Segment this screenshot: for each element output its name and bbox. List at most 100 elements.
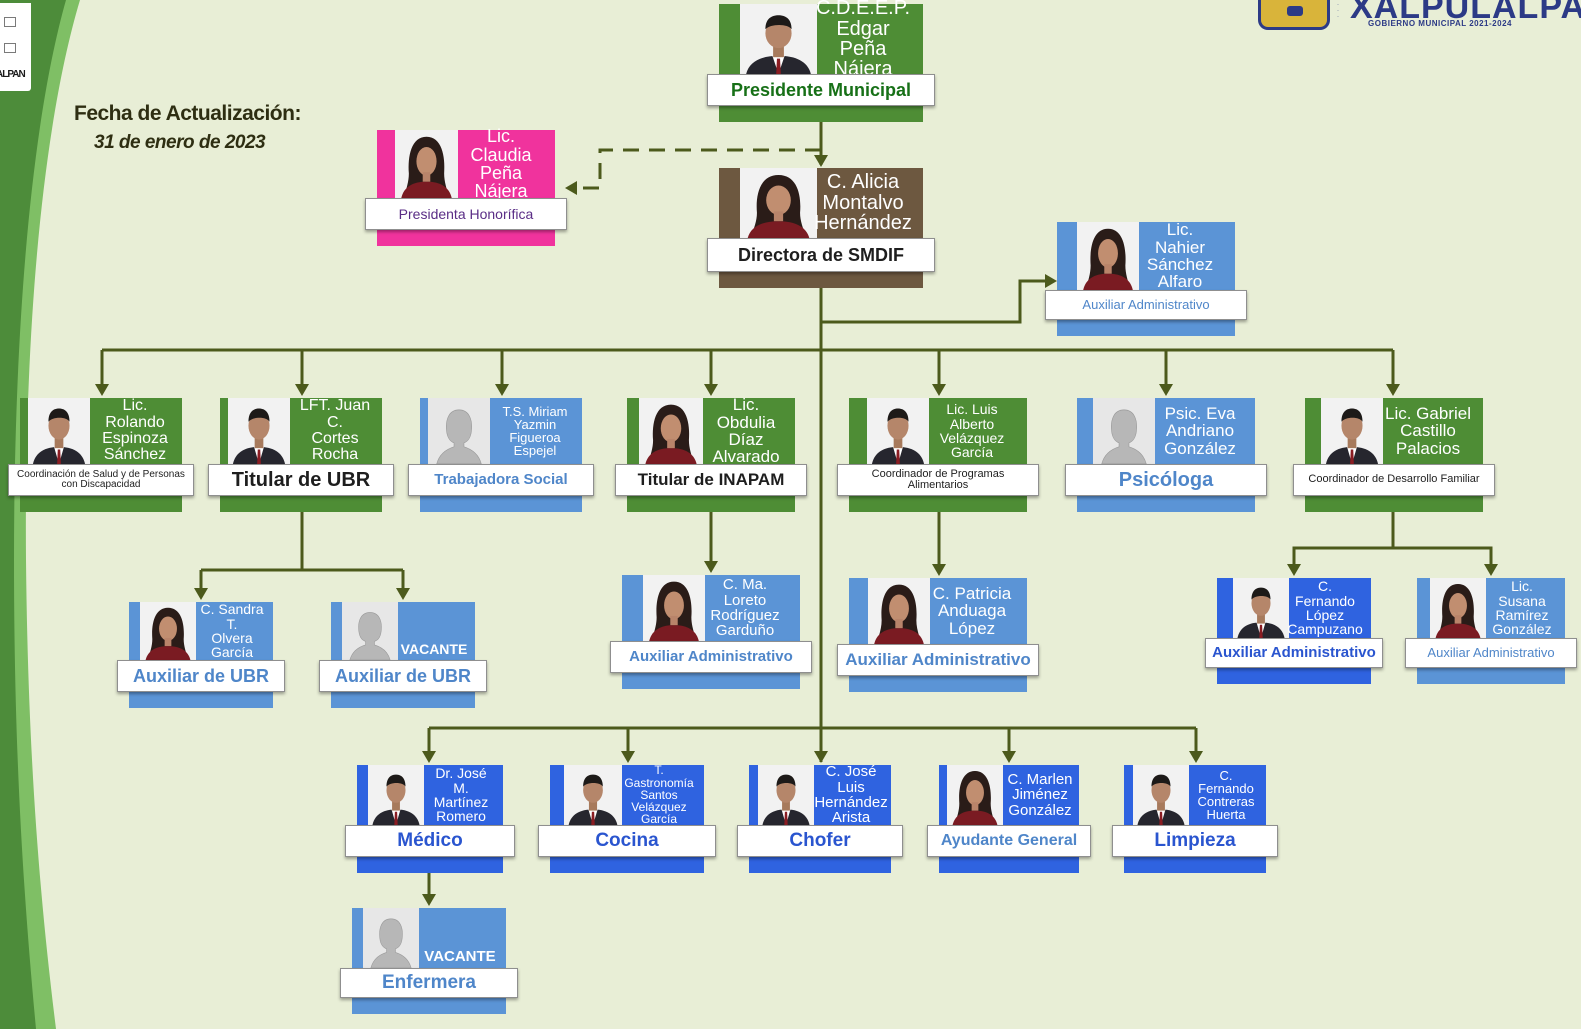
node-role: Limpieza xyxy=(1112,825,1278,857)
node-name-line: Romero xyxy=(436,808,486,825)
person-photo-icon xyxy=(28,398,90,464)
arrow-icon xyxy=(95,384,109,396)
arrow-icon xyxy=(814,751,828,763)
node-name-line: Cortes xyxy=(311,430,359,447)
arrow-icon xyxy=(932,384,946,396)
node-name-line: González xyxy=(1492,621,1552,638)
logo-subtitle: GOBIERNO MUNICIPAL 2021-2024 xyxy=(1368,19,1512,28)
node-name-line: Sánchez xyxy=(1146,255,1214,274)
node-name-line: Alvarado xyxy=(712,447,780,467)
person-placeholder-icon xyxy=(1093,398,1155,464)
org-node-enfermera: VACANTE Enfermera xyxy=(340,908,518,1014)
node-role: Auxiliar de UBR xyxy=(319,660,487,692)
arrow-icon xyxy=(1159,384,1173,396)
node-name-line: Lic. Rolando xyxy=(105,397,165,431)
person-photo-icon xyxy=(140,602,196,660)
node-name-line: T. Gastronomía xyxy=(624,763,694,790)
node-name-line: Edgar Peña xyxy=(836,17,890,60)
edge-dashed-honorifica xyxy=(575,148,821,190)
node-name-line: García xyxy=(950,444,993,461)
node-name-line: Lic. Claudia xyxy=(470,126,532,165)
node-name-line: Martínez xyxy=(433,794,489,810)
person-photo-icon xyxy=(740,168,817,238)
person-placeholder-icon xyxy=(363,908,419,968)
node-name-line: Díaz xyxy=(728,430,764,449)
arrow-icon xyxy=(1045,274,1057,288)
node-role: Chofer xyxy=(737,825,903,857)
node-role: Presidenta Honorífica xyxy=(365,198,567,230)
node-name-line: Figueroa xyxy=(509,430,561,445)
node-name-line: Peña xyxy=(479,163,523,183)
partial-logo-left: ALPAN xyxy=(0,0,34,94)
node-name-line: López xyxy=(948,618,996,638)
person-photo-icon xyxy=(1133,765,1189,825)
node-name-line: García xyxy=(640,812,677,827)
node-name-line: Castillo xyxy=(1400,421,1456,441)
node-name-line: Psic. Eva xyxy=(1164,404,1236,423)
node-role: Psicóloga xyxy=(1065,464,1267,496)
person-photo-icon xyxy=(758,765,814,825)
node-name: VACANTE xyxy=(419,908,501,968)
node-name-line: Anduaga xyxy=(937,601,1007,621)
node-name-line: Jiménez xyxy=(1012,786,1068,804)
node-name-line: Nájera xyxy=(474,181,528,202)
node-name-line: C.D.E.E.P. xyxy=(815,0,911,20)
node-name-line: T.S. Miriam xyxy=(502,403,568,419)
node-role: Ayudante General xyxy=(927,825,1091,857)
node-role: Cocina xyxy=(538,825,716,857)
node-role: Médico xyxy=(345,825,515,857)
arrow-icon xyxy=(194,588,208,600)
edge-familiar-left xyxy=(1292,512,1395,566)
node-name-line: Hernández xyxy=(814,212,912,235)
node-name-line: VACANTE xyxy=(424,947,496,965)
node-role: Auxiliar Administrativo xyxy=(1405,638,1577,668)
node-role: Auxiliar Administrativo xyxy=(837,644,1039,676)
node-name-line: Lic. Susana xyxy=(1498,578,1546,609)
node-name-line: López xyxy=(1305,607,1345,623)
node-name-line: Dr. José M. xyxy=(435,765,487,796)
node-name-line: Palacios xyxy=(1395,438,1461,458)
person-photo-icon xyxy=(1233,578,1289,638)
node-role: Enfermera xyxy=(340,968,518,998)
node-name-line: Campuzano xyxy=(1287,621,1363,638)
node-name-line: Andriano xyxy=(1165,421,1235,441)
node-name-line: Olvera xyxy=(211,630,253,646)
node-name-line: Arista xyxy=(831,809,871,827)
logo-name: XALPULALPAN xyxy=(1350,0,1581,26)
update-label: Fecha de Actualización: xyxy=(74,102,301,125)
municipal-logo: ··· XALPULALPAN GOBIERNO MUNICIPAL 2021-… xyxy=(1258,0,1581,32)
node-name-line: LFT. Juan C. xyxy=(299,397,371,431)
node-name-line: Contreras xyxy=(1197,794,1255,809)
node-name-line: Huerta xyxy=(1206,807,1246,823)
node-name-line: García xyxy=(210,644,253,661)
node-role: Titular de INAPAM xyxy=(615,464,807,496)
node-role: Coordinación de Salud y de Personas con … xyxy=(8,464,194,496)
person-photo-icon xyxy=(228,398,290,464)
person-photo-icon xyxy=(639,398,703,464)
node-name-line: Montalvo xyxy=(822,191,904,214)
node-role: Directora de SMDIF xyxy=(707,238,935,272)
